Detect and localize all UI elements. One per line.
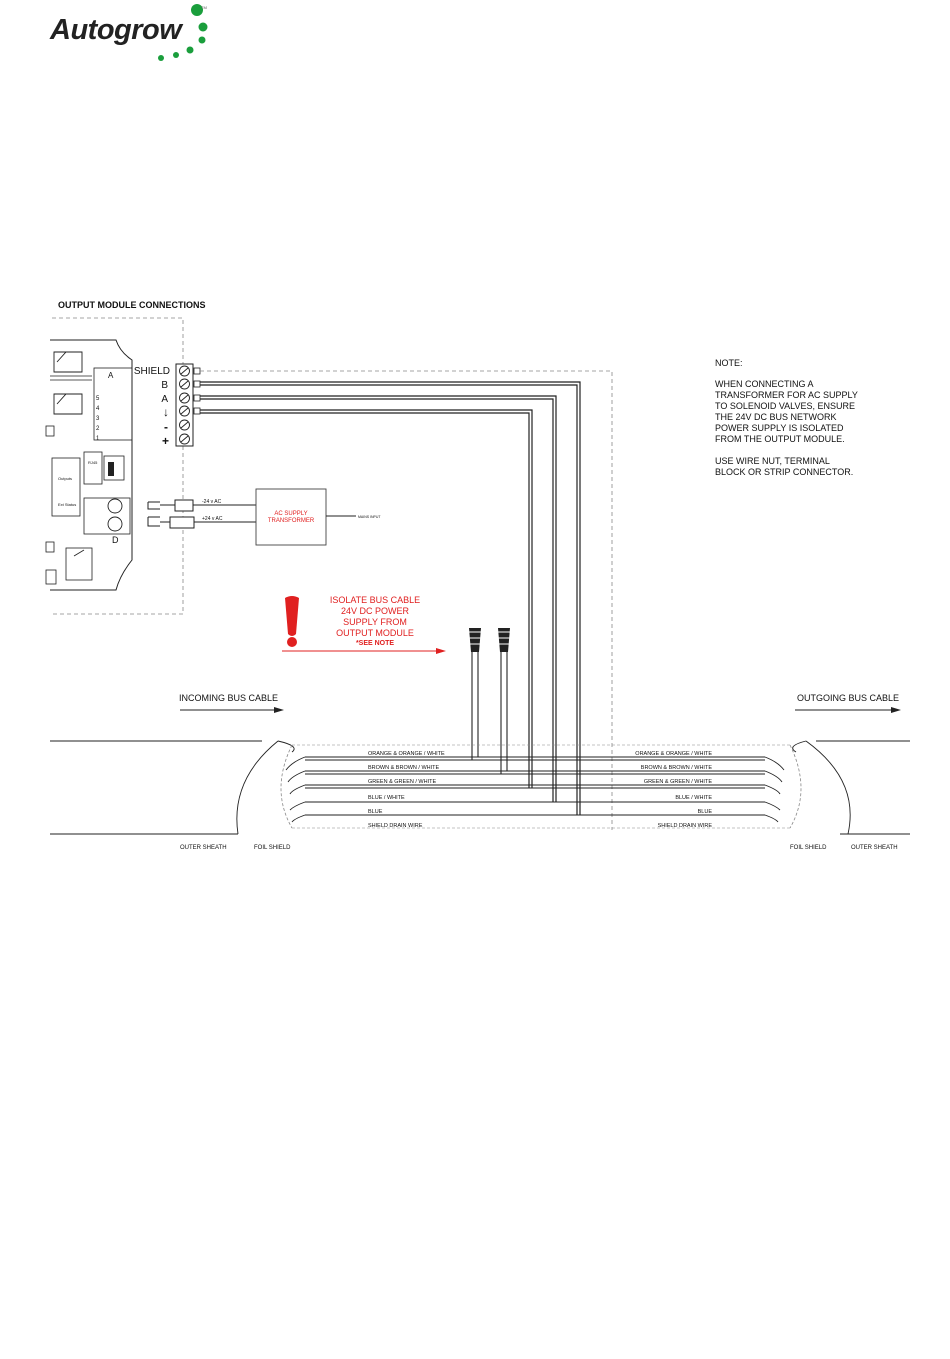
- autogrow-logo: Autogrow TM: [50, 2, 220, 64]
- wire-label-left-green: GREEN & GREEN / WHITE: [368, 779, 436, 785]
- board-letter-a: A: [108, 371, 114, 380]
- note-title: NOTE:: [715, 358, 743, 368]
- board-label-ext-status: Ext Status: [58, 502, 76, 507]
- note-line-6: FROM THE OUTPUT MODULE.: [715, 434, 845, 444]
- note-line-8: BLOCK OR STRIP CONNECTOR.: [715, 467, 853, 477]
- warning-line1: ISOLATE BUS CABLE: [330, 595, 420, 605]
- transformer-line2: TRANSFORMER: [268, 518, 315, 524]
- bus-wires: [200, 370, 613, 830]
- warning-line2: 24V DC POWER: [341, 606, 410, 616]
- brand-name: Autogrow: [50, 14, 182, 46]
- board-pin-2: 2: [96, 426, 100, 432]
- note-line-5: POWER SUPPLY IS ISOLATED: [715, 423, 844, 433]
- terminal-label-b: B: [161, 380, 168, 391]
- wire-label-right-brown: BROWN & BROWN / WHITE: [641, 765, 713, 771]
- trademark-mark: TM: [201, 5, 207, 10]
- ac-supply: -24 v AC +24 v AC AC SUPPLY TRANSFORMER …: [147, 488, 381, 546]
- incoming-bus-label: INCOMING BUS CABLE: [179, 693, 278, 703]
- terminal-label-plus: +: [162, 434, 169, 448]
- outgoing-arrow-icon: [891, 707, 901, 713]
- board-letter-d: D: [112, 535, 119, 545]
- note-line-4: THE 24V DC BUS NETWORK: [715, 412, 837, 422]
- wire-label-left-orange: ORANGE & ORANGE / WHITE: [368, 751, 445, 757]
- board-pin-4: 4: [96, 406, 100, 412]
- terminal-block: SHIELD B A ↓ - +: [134, 363, 201, 448]
- diagram-title: OUTPUT MODULE CONNECTIONS: [58, 300, 206, 310]
- outgoing-bus-label: OUTGOING BUS CABLE: [797, 693, 899, 703]
- ac-transformer-box: [255, 488, 327, 546]
- terminal-label-shield: SHIELD: [134, 366, 170, 377]
- warning-exclamation-icon: [285, 596, 299, 636]
- logo-dots-icon: TM: [158, 4, 208, 61]
- outer-sheath-label-left: OUTER SHEATH: [180, 845, 227, 851]
- transformer-line1: AC SUPPLY: [274, 511, 307, 517]
- wire-label-right-blue: BLUE: [698, 809, 713, 815]
- wire-label-right-blue-white: BLUE / WHITE: [675, 795, 712, 801]
- warning-arrow-icon: [436, 648, 446, 654]
- board-label-outputs: Outputs: [58, 476, 72, 481]
- board-pin-1: 1: [96, 436, 100, 442]
- terminal-label-minus: -: [164, 420, 168, 434]
- warning-line3: SUPPLY FROM: [343, 617, 407, 627]
- note-line-1: WHEN CONNECTING A: [715, 379, 814, 389]
- ac-wire-minus-label: -24 v AC: [202, 499, 222, 505]
- wire-nuts: [469, 628, 510, 774]
- note-line-2: TRANSFORMER FOR AC SUPPLY: [715, 390, 858, 400]
- ac-wire-plus-label: +24 v AC: [202, 516, 223, 522]
- note-line-7: USE WIRE NUT, TERMINAL: [715, 456, 830, 466]
- wire-label-left-shield: SHIELD DRAIN WIRE: [368, 823, 423, 829]
- isolation-warning: ISOLATE BUS CABLE 24V DC POWER SUPPLY FR…: [282, 595, 446, 654]
- incoming-arrow-icon: [274, 707, 284, 713]
- terminal-label-a: A: [161, 394, 168, 405]
- foil-shield-label-left: FOIL SHIELD: [254, 845, 291, 851]
- wire-label-left-blue-white: BLUE / WHITE: [368, 795, 405, 801]
- warning-see-note: *SEE NOTE: [356, 640, 394, 647]
- outer-sheath-label-right: OUTER SHEATH: [851, 845, 898, 851]
- bus-cable: ORANGE & ORANGE / WHITE BROWN & BROWN / …: [50, 740, 910, 851]
- output-module: RJ45 Outputs Ext Status A D 5 4 3 2 1: [45, 317, 184, 615]
- note-line-3: TO SOLENOID VALVES, ENSURE: [715, 401, 855, 411]
- wire-label-left-blue: BLUE: [368, 809, 383, 815]
- board-label-rj45: RJ45: [88, 460, 98, 465]
- wire-label-right-orange: ORANGE & ORANGE / WHITE: [635, 751, 712, 757]
- wire-label-left-brown: BROWN & BROWN / WHITE: [368, 765, 440, 771]
- foil-shield-label-right: FOIL SHIELD: [790, 845, 827, 851]
- warning-line4: OUTPUT MODULE: [336, 628, 414, 638]
- wire-label-right-green: GREEN & GREEN / WHITE: [644, 779, 712, 785]
- wiring-diagram: OUTPUT MODULE CONNECTIONS RJ45 Outputs E…: [45, 300, 910, 851]
- board-pin-5: 5: [96, 396, 100, 402]
- wire-label-right-shield: SHIELD DRAIN WIRE: [658, 823, 713, 829]
- terminal-label-ground: ↓: [163, 405, 169, 419]
- note-block: NOTE: WHEN CONNECTING A TRANSFORMER FOR …: [715, 358, 858, 477]
- mains-input-label: MAINS INPUT: [358, 515, 381, 519]
- board-pin-3: 3: [96, 416, 100, 422]
